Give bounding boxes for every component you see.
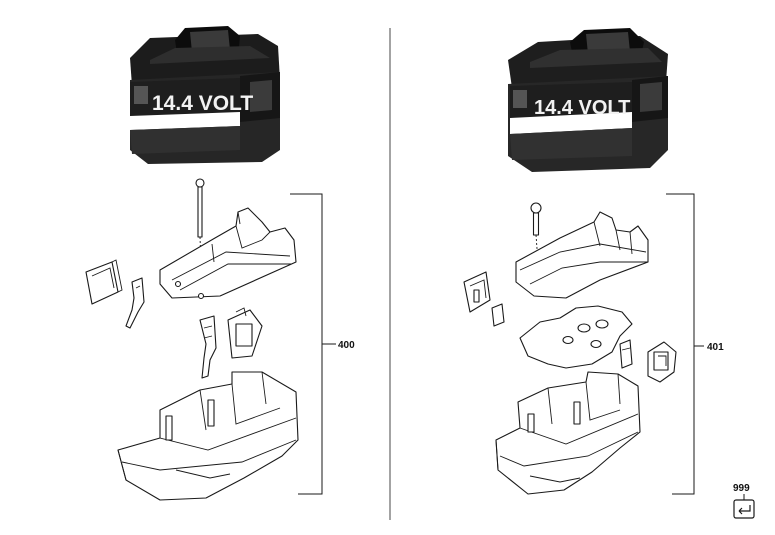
screw-right [530, 202, 542, 263]
gasket-right [519, 305, 633, 369]
upper-housing-right [515, 211, 649, 299]
clip-part-right [463, 271, 505, 327]
upper-housing-left [159, 207, 297, 300]
callout-bracket-right [666, 193, 704, 495]
lower-housing-left [117, 371, 299, 501]
callout-label-400: 400 [338, 340, 355, 351]
terminal-block-left [227, 307, 263, 359]
reference-box [733, 499, 755, 519]
reference-999: 999 [733, 483, 755, 519]
battery-pack-right: 14.4 VOLT [508, 28, 668, 172]
battery-voltage-label-left: 14.4 VOLT [152, 92, 253, 115]
contact-right [619, 339, 633, 369]
left-assembly: 14.4 VOLT [85, 26, 355, 501]
contact-strip-left-1 [125, 277, 145, 329]
lower-housing-right [495, 371, 641, 495]
battery-pack-left: 14.4 VOLT [130, 26, 280, 164]
callout-bracket-left [290, 193, 336, 495]
contact-strip-left-2 [199, 315, 217, 379]
return-arrow-icon [738, 505, 751, 515]
callout-label-401: 401 [707, 342, 724, 353]
right-assembly: 14.4 VOLT [463, 28, 724, 495]
callout-label-999: 999 [733, 483, 750, 494]
terminal-plate-left [85, 259, 123, 305]
battery-voltage-label-right: 14.4 VOLT [534, 97, 630, 119]
terminal-block-right [647, 341, 677, 383]
